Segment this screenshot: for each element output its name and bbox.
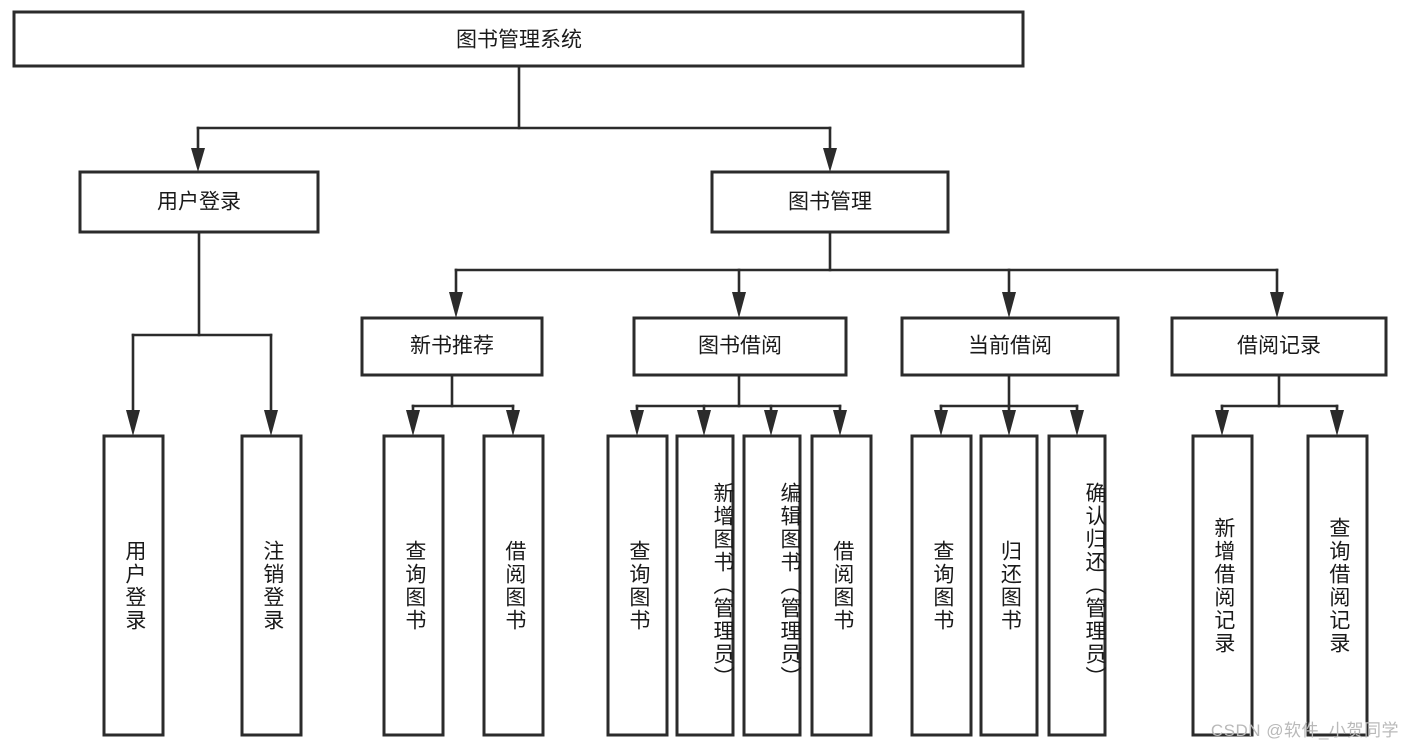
connector-layer	[126, 64, 1344, 436]
node-leaf-borrow-book-1[interactable]	[482, 434, 545, 737]
node-book-manage-label: 图书管理	[788, 191, 872, 214]
arrow-userlogin-leaf2	[264, 410, 278, 436]
arrow-root-to-bookmanage	[823, 148, 837, 172]
node-leaf-return-book[interactable]	[979, 434, 1039, 737]
arrow-cb-leaf2	[1002, 410, 1016, 436]
node-leaf-add-book[interactable]	[675, 434, 735, 737]
node-user-login-label: 用户登录	[157, 191, 241, 214]
node-current-borrow-label: 当前借阅	[968, 335, 1052, 358]
node-layer: 图书管理系统 用户登录 图书管理 新书推荐 图书借阅 当前借阅 借阅记录	[12, 10, 1388, 737]
node-book-borrow[interactable]	[632, 316, 848, 377]
node-leaf-confirm-return[interactable]	[1047, 434, 1107, 737]
node-leaf-user-login[interactable]	[102, 434, 165, 737]
node-current-borrow[interactable]	[900, 316, 1120, 377]
node-new-book-rec-label: 新书推荐	[410, 335, 494, 358]
node-new-book-rec[interactable]	[360, 316, 544, 377]
arrow-bm-bookborrow	[732, 292, 746, 318]
node-leaf-borrow-book-2[interactable]	[810, 434, 873, 737]
node-borrow-record-label: 借阅记录	[1237, 335, 1321, 358]
node-borrow-record[interactable]	[1170, 316, 1388, 377]
node-leaf-add-record[interactable]	[1191, 434, 1254, 737]
arrow-bb-leaf1	[630, 410, 644, 436]
arrow-root-to-userlogin	[191, 148, 205, 172]
arrow-bb-leaf2	[697, 410, 711, 436]
arrow-br-leaf2	[1330, 410, 1344, 436]
watermark-text: CSDN @软件_小贺同学	[1210, 721, 1399, 740]
arrow-bb-leaf3	[764, 410, 778, 436]
node-user-login[interactable]	[78, 170, 320, 234]
node-leaf-query-book-2[interactable]	[606, 434, 669, 737]
arrow-bb-leaf4	[833, 410, 847, 436]
arrow-nb-leaf2	[506, 410, 520, 436]
node-leaf-query-book-3[interactable]	[910, 434, 973, 737]
node-root-label: 图书管理系统	[456, 29, 582, 52]
arrow-nb-leaf1	[406, 410, 420, 436]
arrow-cb-leaf3	[1070, 410, 1084, 436]
node-leaf-query-record[interactable]	[1306, 434, 1369, 737]
arrow-bm-currentborrow	[1002, 292, 1016, 318]
arrow-br-leaf1	[1215, 410, 1229, 436]
node-book-manage[interactable]	[710, 170, 950, 234]
node-book-borrow-label: 图书借阅	[698, 335, 782, 358]
node-leaf-edit-book[interactable]	[742, 434, 802, 737]
node-root[interactable]	[12, 10, 1025, 68]
arrow-cb-leaf1	[934, 410, 948, 436]
arrow-userlogin-leaf1	[126, 410, 140, 436]
node-leaf-query-book-1[interactable]	[382, 434, 445, 737]
node-leaf-logout[interactable]	[240, 434, 303, 737]
arrow-bm-newbook	[449, 292, 463, 318]
arrow-bm-borrowrecord	[1270, 292, 1284, 318]
